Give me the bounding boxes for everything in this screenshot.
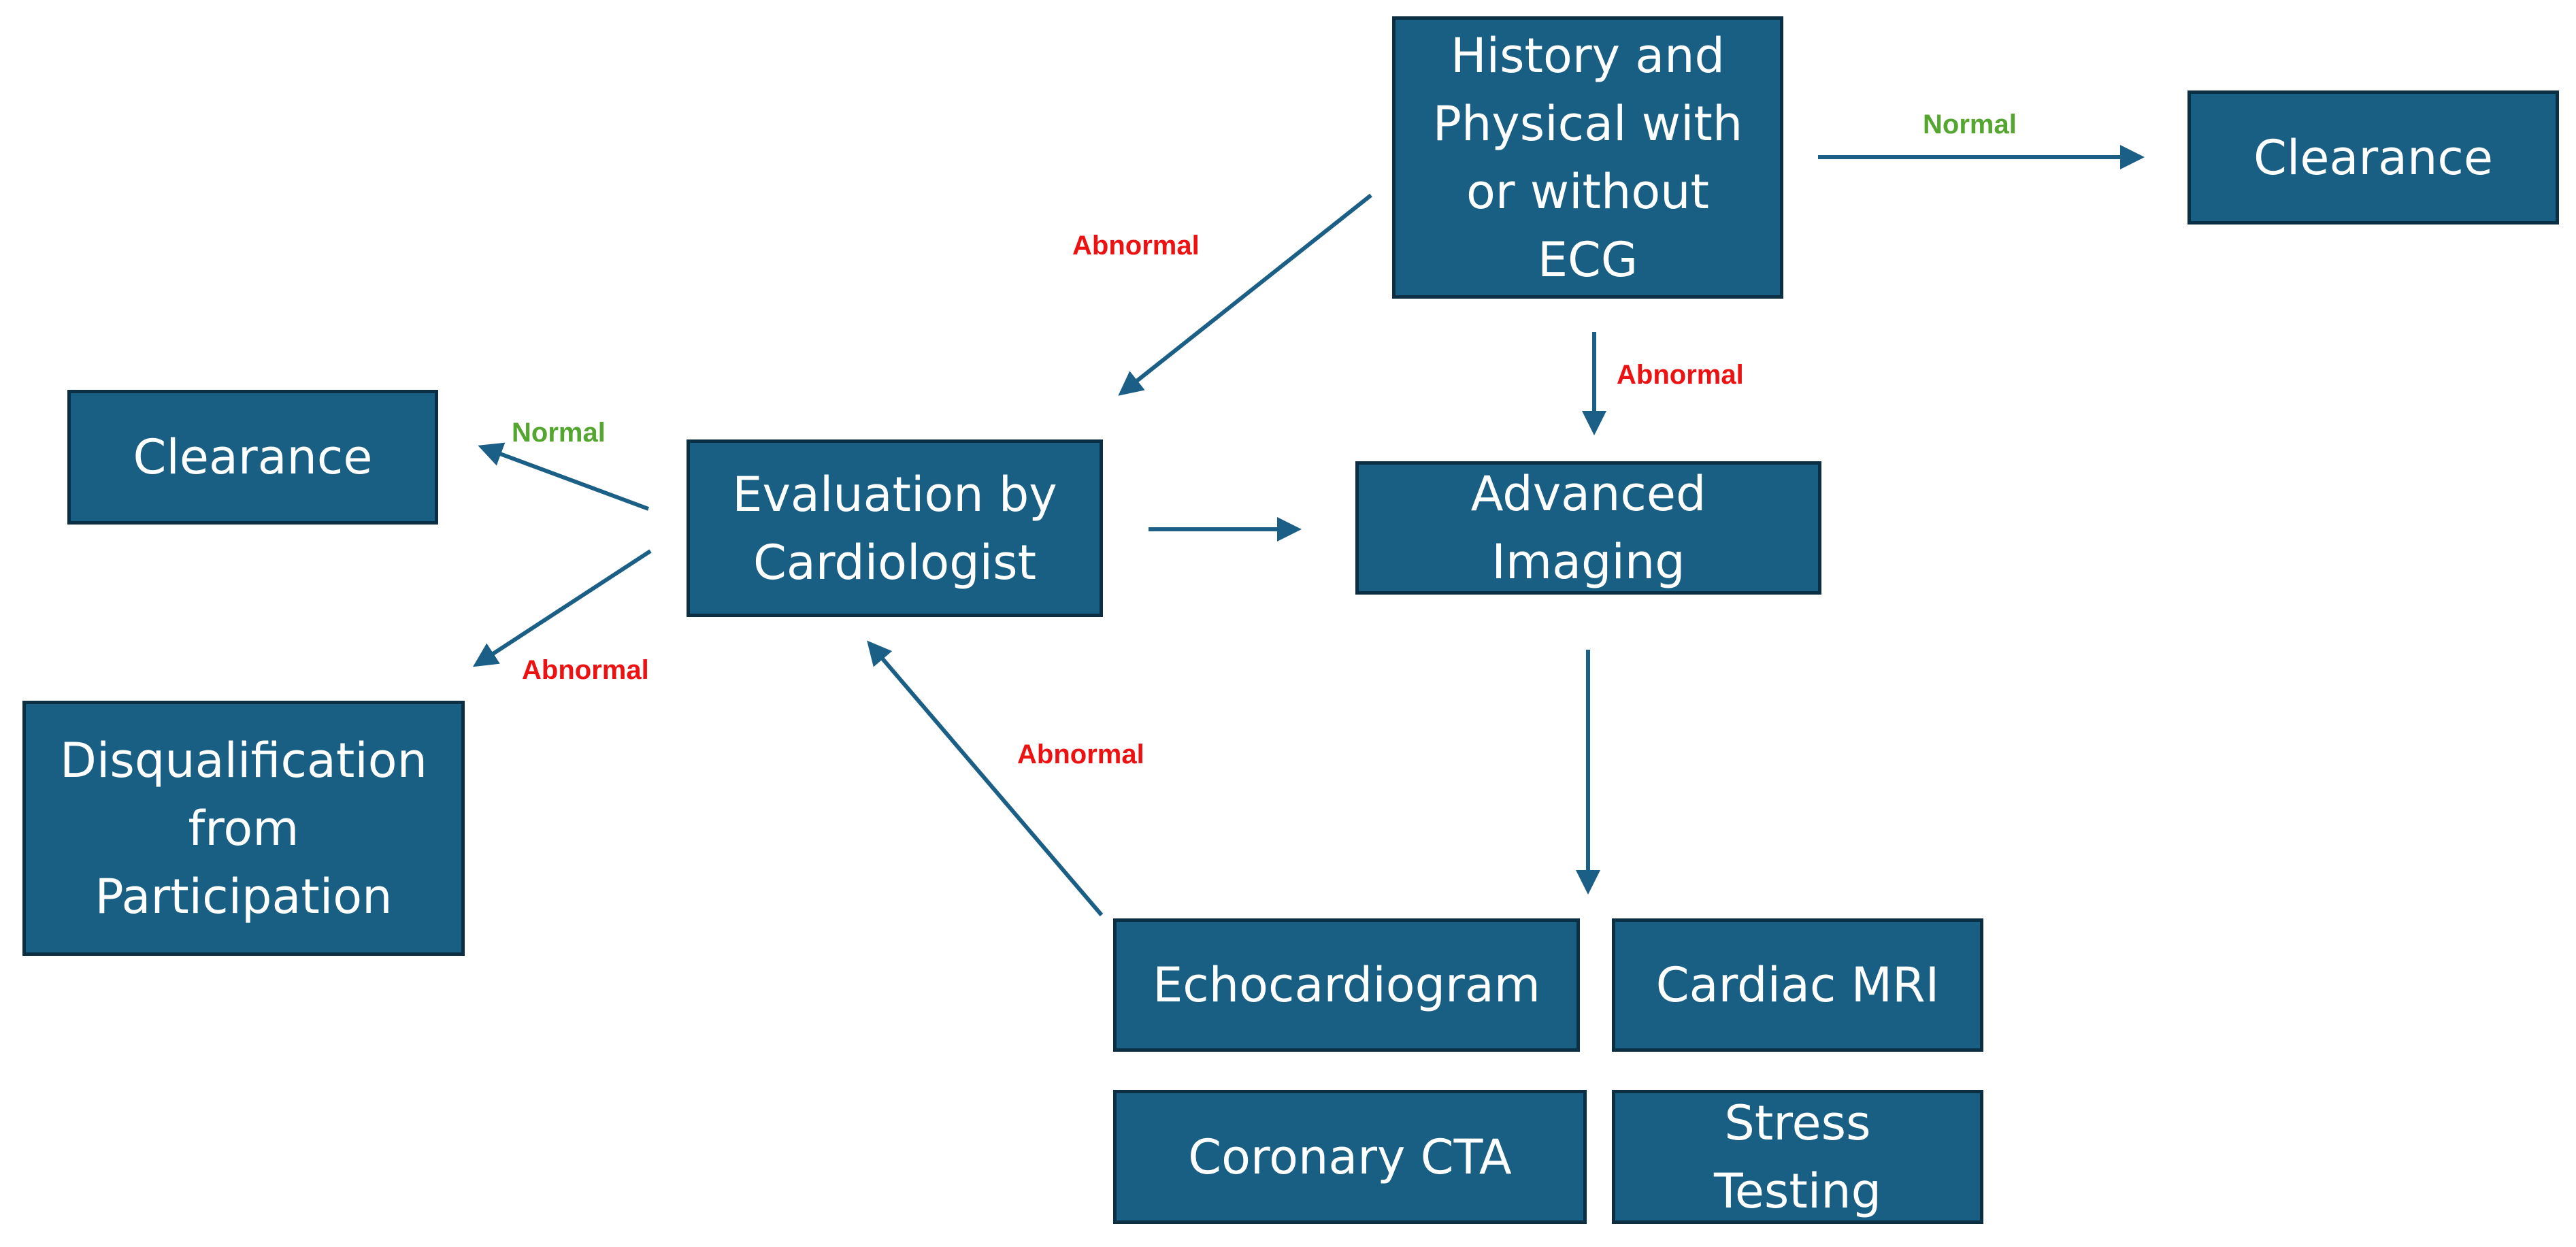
arrow-evaluation-to-clearance bbox=[478, 442, 650, 511]
arrow-evaluation-to-disqualification bbox=[472, 549, 652, 667]
clearance-box-right: Clearance bbox=[2187, 90, 2559, 225]
echocardiogram-box: Echocardiogram bbox=[1113, 918, 1580, 1052]
label-abnormal-history-imaging: Abnormal bbox=[1617, 360, 1744, 390]
label-normal-evaluation: Normal bbox=[512, 418, 606, 448]
stress-testing-box: Stress Testing bbox=[1612, 1090, 1983, 1224]
label-abnormal-history-evaluation: Abnormal bbox=[1072, 231, 1200, 261]
arrow-tests-to-evaluation bbox=[867, 640, 1104, 916]
cardiac-mri-box: Cardiac MRI bbox=[1612, 918, 1983, 1052]
coronary-cta-box: Coronary CTA bbox=[1113, 1090, 1587, 1224]
arrow-history-to-evaluation bbox=[1118, 193, 1372, 396]
disqualification-box: Disqualification from Participation bbox=[22, 701, 465, 956]
label-abnormal-evaluation-disqualification: Abnormal bbox=[522, 655, 649, 685]
label-normal-history: Normal bbox=[1923, 110, 2017, 139]
clearance-box-left: Clearance bbox=[67, 390, 438, 525]
history-physical-box: History and Physical with or without ECG bbox=[1392, 16, 1783, 299]
advanced-imaging-box: Advanced Imaging bbox=[1355, 461, 1821, 595]
evaluation-cardiologist-box: Evaluation by Cardiologist bbox=[687, 439, 1103, 617]
label-abnormal-tests-evaluation: Abnormal bbox=[1017, 739, 1144, 769]
